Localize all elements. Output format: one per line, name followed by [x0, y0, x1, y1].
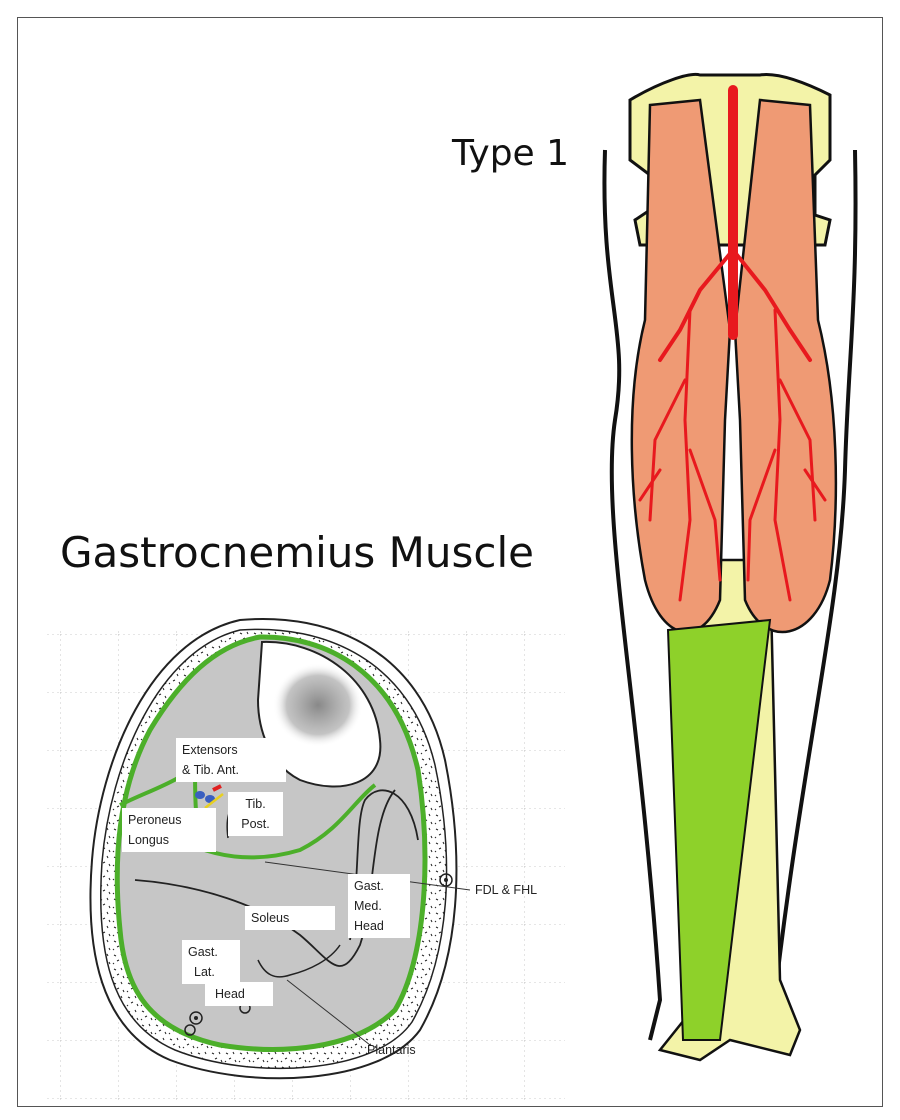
gastrocnemius-medial-head: [733, 98, 838, 634]
label-line: Peroneus: [128, 813, 182, 827]
label-extensors: Extensors & Tib. Ant.: [176, 738, 286, 782]
label-gast-lat: Gast. Lat.: [182, 940, 240, 984]
label-plantaris: Plantaris: [367, 1043, 416, 1057]
label-line: & Tib. Ant.: [182, 763, 239, 777]
plantaris-leader: [286, 979, 371, 1046]
label-line: Longus: [128, 833, 170, 847]
label-line: Med.: [354, 899, 382, 913]
main-title: Gastrocnemius Muscle: [60, 528, 534, 577]
label-line: Gast.: [188, 945, 218, 959]
label-line: Gast.: [354, 879, 384, 893]
figure-frame: [17, 17, 883, 1107]
label-line: Head: [354, 919, 384, 933]
label-line: Tib.: [245, 797, 266, 811]
label-line: Post.: [241, 817, 270, 831]
gastrocnemius-lateral-head: [630, 98, 732, 634]
type-label: Type 1: [452, 133, 570, 174]
label-fdl-fhl: FDL & FHL: [475, 883, 538, 897]
label-gast-lat-head: Head: [205, 982, 273, 1006]
achilles-tendon: [666, 618, 772, 1041]
label-line: Extensors: [182, 743, 238, 757]
label-line: Lat.: [194, 965, 215, 979]
label-tib-post: Tib. Post.: [228, 792, 283, 836]
label-peroneus-longus: Peroneus Longus: [122, 808, 216, 852]
label-soleus: Soleus: [245, 906, 335, 930]
label-gast-med-head: Gast. Med. Head: [348, 874, 410, 938]
leg-posterior-view: [602, 72, 858, 1062]
